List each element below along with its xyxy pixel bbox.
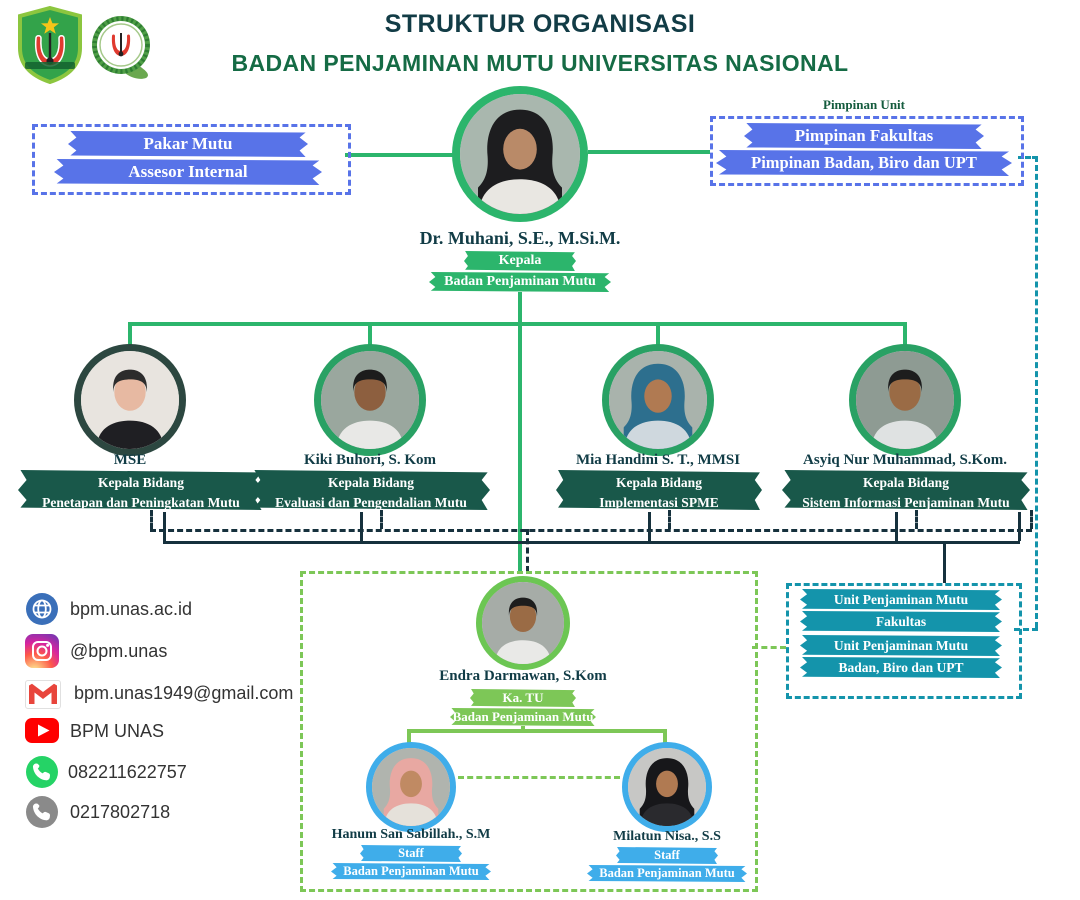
unit-ribbon-2: Fakultas <box>800 611 1002 632</box>
bidang-role-2: Kepala Bidang <box>328 475 414 490</box>
connector-leftbox-kepala <box>345 153 453 157</box>
navy-dash-stub-2 <box>380 510 383 529</box>
staff-bus <box>407 729 667 733</box>
bidang-ribbon-4: Kepala Bidang Sistem Informasi Penjamina… <box>782 470 1030 510</box>
navy-dash-center-drop <box>526 529 529 572</box>
connector-teal-bottom <box>1014 628 1038 631</box>
pimpinan-unit-label: Pimpinan Unit <box>823 97 905 112</box>
contact-website: bpm.unas.ac.id <box>70 599 193 619</box>
bidang-photo-4 <box>849 344 961 456</box>
kepala-role-ribbon: Kepala <box>464 251 576 271</box>
tata-usaha-box <box>300 571 758 892</box>
connector-drop-3 <box>656 322 660 346</box>
unit-ribbon-3: Unit Penjaminan Mutu <box>800 635 1002 656</box>
katu-name: Endra Darmawan, S.Kom <box>439 668 607 684</box>
contact-email: bpm.unas1949@gmail.com <box>74 683 294 703</box>
pimpinan-badan-ribbon: Pimpinan Badan, Biro dan UPT <box>716 150 1012 176</box>
katu-unit-ribbon: Badan Penjaminan Mutu <box>450 708 596 726</box>
kepala-unit-ribbon: Badan Penjaminan Mutu <box>429 272 611 292</box>
page-title: STRUKTUR ORGANISASI <box>384 10 696 38</box>
pimpinan-fakultas-ribbon: Pimpinan Fakultas <box>744 123 984 149</box>
staff-name-2: Milatun Nisa., S.S <box>613 829 721 844</box>
pimpinan-unit-box <box>710 116 1024 186</box>
kepala-name: Dr. Muhani, S.E., M.Si.M. <box>419 228 621 248</box>
bidang-ribbon-3: Kepala Bidang Implementasi SPME <box>556 470 762 510</box>
assesor-internal-ribbon: Assesor Internal <box>54 159 322 185</box>
bidang-dept-3: Implementasi SPME <box>599 494 719 510</box>
connector-drop-2 <box>368 322 372 346</box>
bidang-name-2: Kiki Buhori, S. Kom <box>303 452 437 468</box>
staff-role-ribbon-1: Staff <box>360 845 462 862</box>
page-subtitle: BADAN PENJAMINAN MUTU UNIVERSITAS NASION… <box>231 50 849 76</box>
kepala-photo <box>452 86 588 222</box>
contact-whatsapp: 082211622757 <box>68 762 187 782</box>
connector-drop-1 <box>128 322 132 346</box>
connector-green-to-unit-box <box>752 646 786 649</box>
bidang-role-4: Kepala Bidang <box>863 475 949 490</box>
staff-unit-ribbon-1: Badan Penjaminan Mutu <box>331 863 491 880</box>
bidang-role-3: Kepala Bidang <box>616 475 702 490</box>
globe-icon <box>25 592 59 626</box>
youtube-icon <box>25 718 59 743</box>
connector-center-vertical <box>518 322 522 572</box>
connector-kepala-rightbox <box>588 150 710 154</box>
bidang-photo-2 <box>314 344 426 456</box>
pakar-mutu-ribbon: Pakar Mutu <box>68 131 308 157</box>
connector-drop-4 <box>903 322 907 346</box>
bidang-name-4: Asyiq Nur Muhammad, S.Kom. <box>803 452 1007 468</box>
contact-youtube: BPM UNAS <box>70 721 165 741</box>
navy-solid-stub-1 <box>163 512 166 541</box>
navy-dash-stub-1 <box>150 510 153 529</box>
connector-kepala-down <box>518 292 522 324</box>
navy-solid-stub-3 <box>648 512 651 541</box>
bidang-dept-2: Evaluasi dan Pengendalian Mutu <box>275 494 467 510</box>
navy-dash-stub-end <box>1030 510 1033 529</box>
unit-ribbon-4: Badan, Biro dan UPT <box>800 657 1002 678</box>
staff-photo-2 <box>622 742 712 832</box>
connector-green-bus <box>128 322 907 326</box>
contact-phone: 0217802718 <box>70 802 171 822</box>
whatsapp-icon <box>25 755 59 789</box>
navy-dash-stub-4 <box>915 510 918 529</box>
bidang-role-1: Kepala Bidang <box>98 475 184 490</box>
katu-photo <box>476 576 570 670</box>
bidang-photo-3 <box>602 344 714 456</box>
bpm-badge-logo <box>88 14 154 80</box>
connector-navy-dashed-bus <box>150 529 1032 532</box>
navy-solid-stub-2 <box>360 512 363 541</box>
connector-teal-top <box>1018 156 1038 159</box>
connector-navy-solid-bus <box>163 541 1020 544</box>
gmail-icon <box>25 680 61 709</box>
staff-unit-ribbon-2: Badan Penjaminan Mutu <box>587 865 747 882</box>
staff-role-ribbon-2: Staff <box>616 847 718 864</box>
bidang-dept-1: Penetapan dan Peningkatan Mutu <box>42 494 240 510</box>
contact-instagram: @bpm.unas <box>70 641 168 661</box>
navy-solid-stub-end <box>1018 512 1021 541</box>
instagram-icon <box>25 634 59 668</box>
phone-icon <box>25 795 59 829</box>
bidang-ribbon-1: Kepala Bidang Penetapan dan Peningkatan … <box>18 470 264 510</box>
katu-role-ribbon: Ka. TU <box>470 689 576 707</box>
pakar-mutu-box <box>32 124 351 195</box>
bidang-dept-4: Sistem Informasi Penjaminan Mutu <box>802 494 1010 510</box>
bidang-name-1: MSE <box>113 452 147 468</box>
navy-solid-stub-4 <box>895 512 898 541</box>
bidang-name-3: Mia Handini S. T., MMSI <box>575 452 741 468</box>
staff-link-dashed <box>458 776 620 779</box>
connector-teal-vertical <box>1035 156 1038 628</box>
navy-dash-stub-3 <box>668 510 671 529</box>
staff-drop-1 <box>407 729 411 744</box>
unit-ribbon-1: Unit Penjaminan Mutu <box>800 589 1002 610</box>
bidang-photo-1 <box>74 344 186 456</box>
unas-shield-logo <box>16 5 84 85</box>
staff-photo-1 <box>366 742 456 832</box>
navy-drop-to-unit-box <box>943 541 946 583</box>
bidang-ribbon-2: Kepala Bidang Evaluasi dan Pengendalian … <box>252 470 490 510</box>
staff-name-1: Hanum San Sabillah., S.M <box>331 827 491 842</box>
unit-penjaminan-box <box>786 583 1022 699</box>
staff-drop-2 <box>663 729 667 744</box>
